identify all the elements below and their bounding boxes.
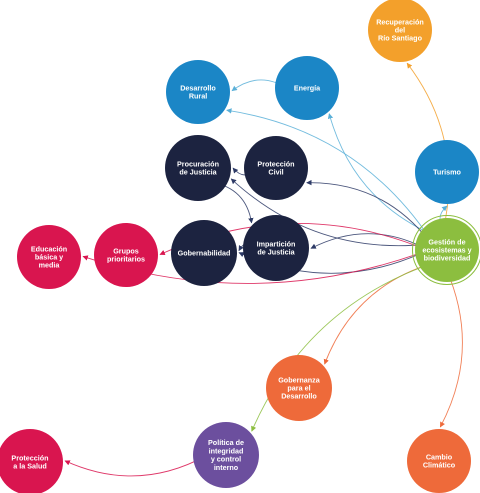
node-label-line: Impartición — [257, 239, 296, 248]
node-circle-energia[interactable] — [275, 56, 339, 120]
node-label-line: de Justicia — [257, 248, 295, 257]
node-label-line: Desarrollo — [281, 392, 317, 401]
node-label-line: interno — [214, 463, 239, 472]
node-label-line: Río Santiago — [378, 34, 423, 43]
node-gobernabilidad[interactable]: Gobernabilidad — [171, 220, 237, 286]
node-label-line: Grupos — [113, 246, 139, 255]
node-label-line: Gobernabilidad — [178, 249, 231, 258]
node-circle-recuperacion[interactable] — [368, 0, 432, 62]
node-label-line: Procuración — [177, 159, 219, 168]
node-label-line: para el — [287, 384, 310, 393]
node-label-line: Rural — [189, 92, 207, 101]
node-circle-gobernabilidad[interactable] — [171, 220, 237, 286]
node-label-line: del — [395, 26, 405, 35]
node-circle-desarrollo-rural[interactable] — [166, 60, 230, 124]
node-circle-educacion[interactable] — [17, 225, 81, 289]
node-label-gobernabilidad: Gobernabilidad — [178, 249, 231, 258]
node-label-line: Desarrollo — [180, 83, 216, 92]
node-label-line: Política de — [208, 438, 244, 447]
node-label-line: ecosistemas y — [422, 246, 471, 255]
edge-gestion-to-procuracion — [230, 178, 429, 247]
edge-gestion-to-desarrollo-rural — [226, 108, 432, 240]
node-turismo[interactable]: Turismo — [415, 140, 479, 204]
node-circle-turismo[interactable] — [415, 140, 479, 204]
node-label-line: de Justicia — [179, 168, 217, 177]
node-circle-procuracion[interactable] — [165, 135, 231, 201]
node-label-line: prioritarios — [107, 255, 145, 264]
node-label-line: Protección — [11, 453, 48, 462]
node-circle-grupos[interactable] — [94, 223, 158, 287]
node-label-line: integridad — [209, 446, 244, 455]
edge-gestion-to-cambio-climatico — [439, 269, 463, 428]
edge-gestion-to-politica — [251, 262, 434, 432]
node-label-line: y control — [211, 455, 241, 464]
node-label-line: básica y — [35, 253, 63, 262]
node-label-energia: Energía — [294, 84, 321, 93]
edge-gestion-to-proteccion-civil — [306, 179, 431, 242]
node-label-line: Turismo — [433, 168, 461, 177]
edge-gestion-to-imparticion — [310, 233, 429, 251]
edge-gestion-to-gobernanza — [323, 262, 434, 365]
node-circle-gobernanza[interactable] — [266, 355, 332, 421]
node-label-turismo: Turismo — [433, 168, 461, 177]
node-label-line: Educación — [31, 244, 67, 253]
node-label-line: Gobernanza — [278, 375, 321, 384]
node-circle-imparticion[interactable] — [243, 215, 309, 281]
node-label-line: Cambio — [426, 452, 453, 461]
node-label-line: a la Salud — [13, 462, 47, 471]
node-label-line: Recuperación — [376, 17, 424, 26]
node-energia[interactable]: Energía — [275, 56, 339, 120]
node-label-line: Protección — [257, 159, 294, 168]
edge-politica-to-proteccion-salud — [64, 455, 207, 477]
node-circle-proteccion-civil[interactable] — [244, 136, 308, 200]
node-label-line: Climático — [423, 461, 456, 470]
node-label-line: Gestión de — [428, 237, 465, 246]
node-label-line: Civil — [268, 168, 283, 177]
node-label-line: Energía — [294, 84, 321, 93]
node-label-line: biodiversidad — [424, 254, 471, 263]
node-circle-gestion[interactable] — [415, 218, 479, 282]
node-label-line: media — [39, 261, 61, 270]
node-circle-cambio-climatico[interactable] — [407, 429, 471, 493]
node-highlight-ring — [412, 215, 480, 285]
node-circle-politica[interactable] — [193, 422, 259, 488]
node-circle-proteccion-salud[interactable] — [0, 429, 63, 493]
edges-layer — [64, 62, 463, 477]
